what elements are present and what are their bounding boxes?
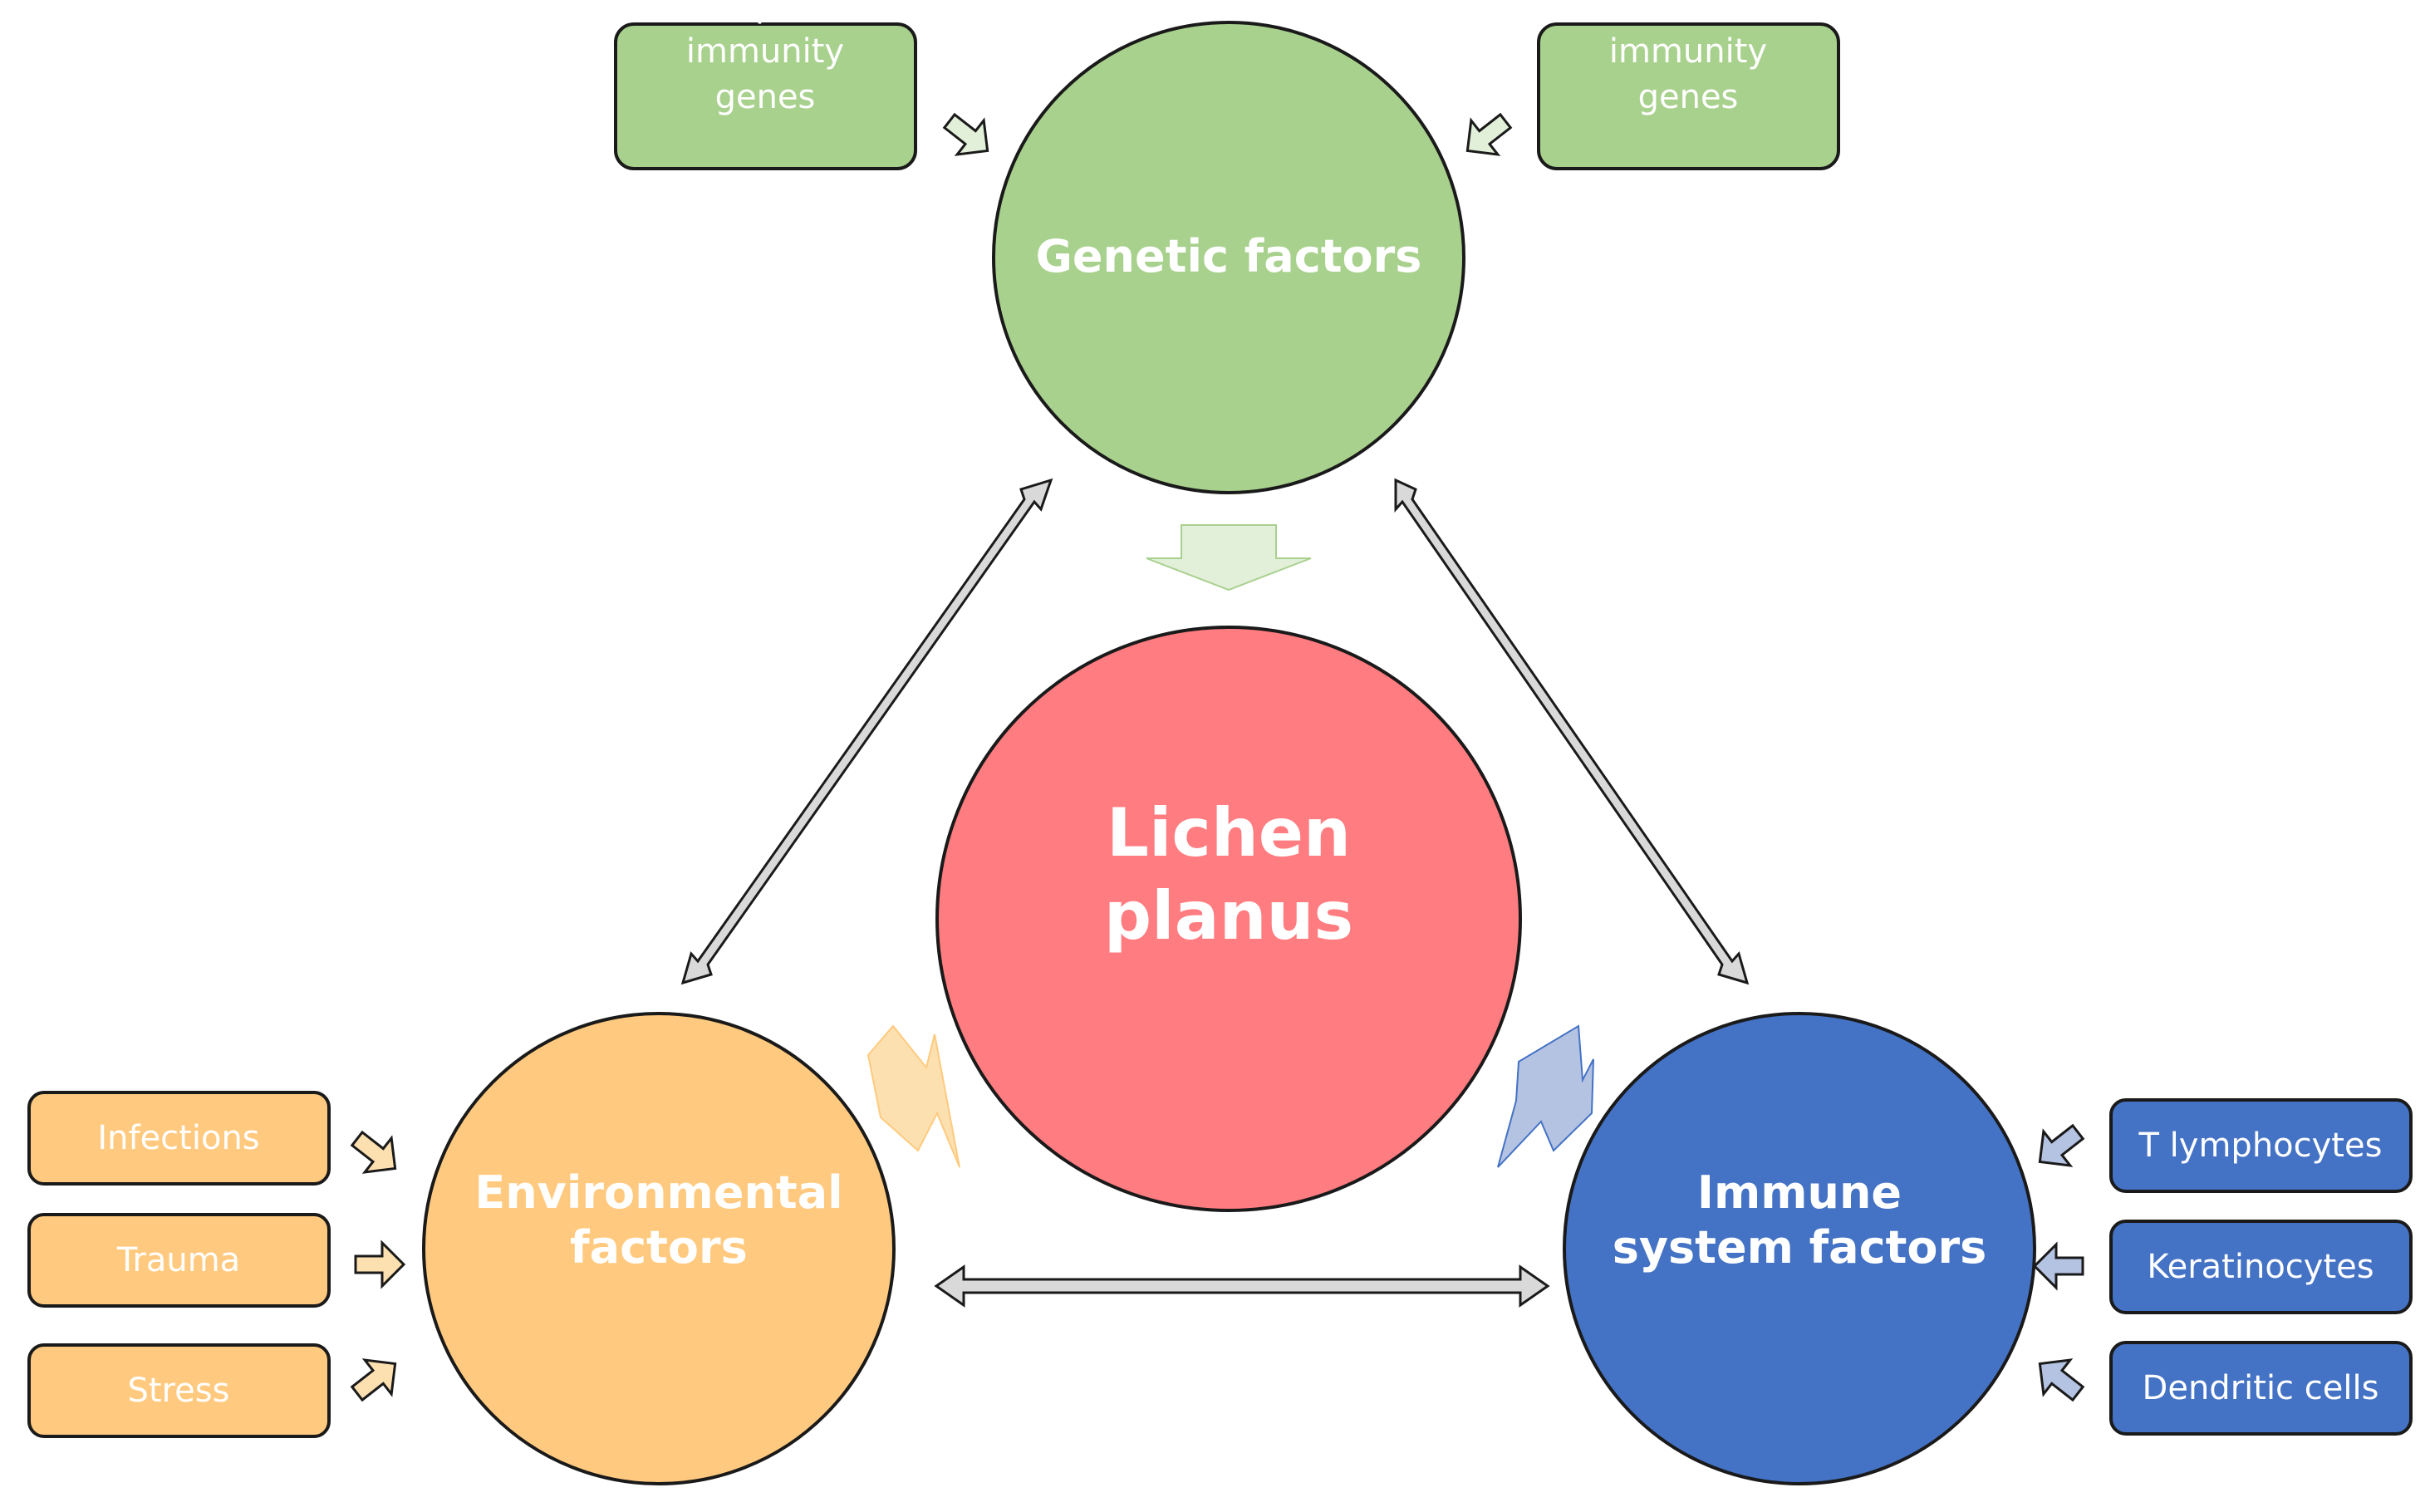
double-arrow-genetic-immune [1394, 478, 1750, 985]
label-line: planus [1104, 877, 1353, 955]
dendritic-cells-box [2109, 1341, 2413, 1436]
label-line: Keratinocytes [2147, 1248, 2374, 1286]
stress-box [27, 1343, 331, 1438]
t-lymphocytes-box [2109, 1098, 2413, 1193]
adaptive-immunity-genes-box [614, 22, 917, 170]
double-arrow-environmental-immune [934, 1264, 1550, 1308]
label-line: Infections [97, 1119, 259, 1157]
genetic-to-center-arrow [1146, 524, 1312, 592]
label-line: Innate [1635, 0, 1740, 25]
label-line: Adaptive [691, 0, 838, 25]
double-arrow-genetic-environmental [680, 478, 1053, 985]
label-line: Stress [128, 1372, 230, 1410]
label-line: Genetic factors [1036, 230, 1422, 282]
lichen-planus-circle [935, 626, 1522, 1212]
immune-system-factors-circle [1563, 1012, 2036, 1485]
stress-arrow [350, 1358, 397, 1402]
stress-label: Stress [128, 1372, 230, 1410]
adaptive-genes-arrow [942, 112, 989, 156]
keratinocytes-arrow [2032, 1241, 2084, 1291]
innate-immunity-genes-box [1537, 22, 1840, 170]
label-line: Environmental [474, 1166, 842, 1219]
adaptive-immunity-genes-label: Adaptive immunity genes [686, 0, 844, 116]
trauma-label: Trauma [116, 1241, 240, 1279]
label-line: Immune [1697, 1166, 1902, 1219]
label-line: genes [1638, 78, 1739, 116]
label-line: immunity [1609, 32, 1767, 71]
trauma-arrow [354, 1240, 406, 1289]
keratinocytes-box [2109, 1220, 2413, 1314]
infections-label: Infections [97, 1119, 259, 1157]
label-line: Lichen [1107, 794, 1351, 871]
dendritic-cells-arrow [2038, 1358, 2085, 1402]
trauma-box [27, 1213, 331, 1308]
label-line: factors [570, 1221, 748, 1274]
label-line: system factors [1613, 1221, 1987, 1274]
label-line: Dendritic cells [2143, 1369, 2379, 1407]
label-line: Trauma [116, 1241, 240, 1279]
infections-arrow [350, 1130, 397, 1174]
innate-genes-arrow [1465, 112, 1513, 156]
keratinocytes-label: Keratinocytes [2147, 1248, 2374, 1286]
innate-immunity-genes-label: Innate immunity genes [1609, 0, 1767, 116]
immune-to-center-arrow [1497, 1024, 1594, 1168]
label-line: genes [715, 78, 816, 116]
genetic-factors-label: Genetic factors [1036, 230, 1422, 282]
label-line: T lymphocytes [2138, 1127, 2383, 1165]
label-line: immunity [686, 32, 844, 71]
t-lymphocytes-arrow [2038, 1123, 2085, 1167]
t-lymphocytes-label: T lymphocytes [2138, 1127, 2383, 1165]
environmental-to-center-arrow [866, 1024, 960, 1168]
environmental-factors-circle [422, 1012, 896, 1485]
dendritic-cells-label: Dendritic cells [2143, 1369, 2379, 1407]
infections-box [27, 1091, 331, 1186]
genetic-factors-circle [992, 21, 1465, 494]
